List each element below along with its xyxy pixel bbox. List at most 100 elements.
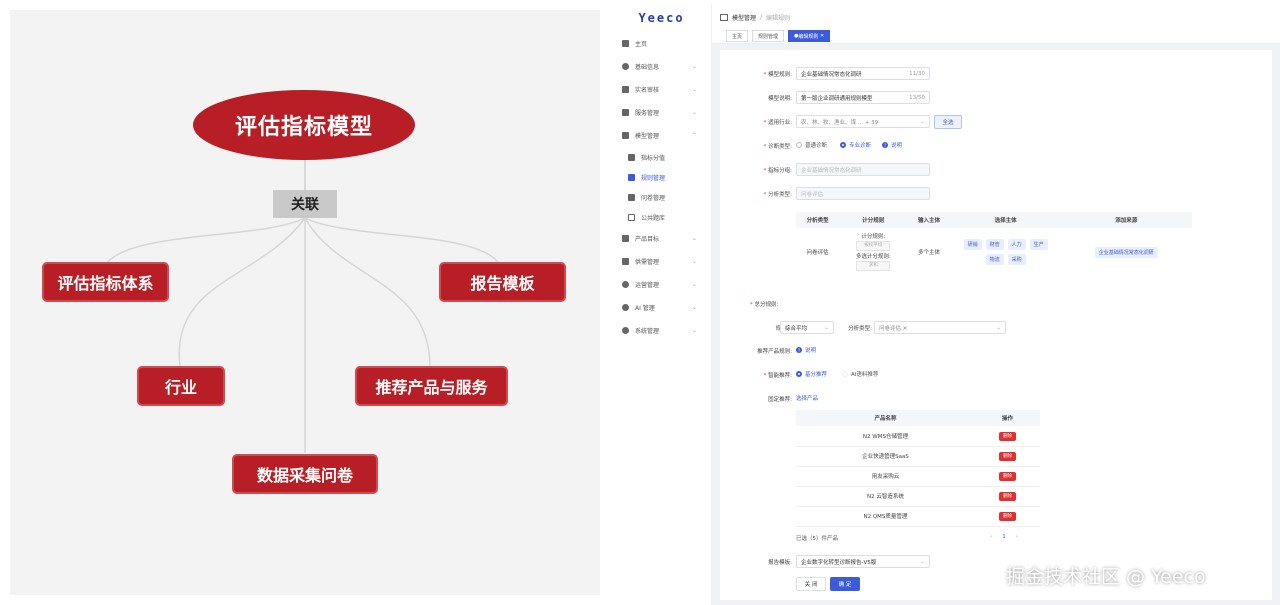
chevron-down-icon: ⌄ [691,109,697,116]
breadcrumb-current: 编辑规则 [766,15,791,22]
table-row: N2 云智造系统 删除 [796,486,1040,507]
cell-score-rules: 计分规则: 按权平均 多选计分规则: 求和 [839,228,907,276]
question-icon: ? [796,347,802,353]
breadcrumb: 模型管理 / 编辑规则 [720,13,790,22]
subject-chip[interactable]: 研销 [963,239,982,250]
subject-chip[interactable]: 人力 [1007,239,1026,250]
globe-icon [622,63,629,70]
root-node: 评估指标模型 [193,90,415,160]
delete-button[interactable]: 删除 [998,472,1016,481]
chevron-up-icon: ⌃ [691,132,697,139]
select-all-button[interactable]: 全选 [934,115,962,129]
menu-model[interactable]: 模型管理 ⌃ [612,124,711,147]
menu-ai[interactable]: AI 管理⌄ [612,296,711,319]
total-analysis-label: 分析类型: [848,326,872,332]
product-name: N2 QMS质量管理 [796,506,975,527]
recommend-help-link[interactable]: ?说明 [796,347,817,354]
menu-fold-icon[interactable] [720,14,728,21]
delete-button[interactable]: 删除 [998,512,1016,521]
cell-source: 企业基础情况常态化调研 [1061,228,1192,276]
col-header: 计分规则 [839,212,908,228]
multi-score-select[interactable]: 求和 [856,261,891,271]
report-template-select[interactable]: 企业数字化转型诊断报告-V5版⌄ [796,555,930,568]
industry-select[interactable]: 农、林、牧、渔业、煤 ... + 39⌄ [796,115,930,128]
menu-supply[interactable]: 供需管理⌄ [612,250,711,273]
table-row: N2 WMS仓储管理 删除 [796,426,1040,447]
tab-rule-management[interactable]: 规则管理 [752,30,785,42]
menu-service[interactable]: 服务管理 ⌄ [612,101,711,124]
gear-icon [622,281,629,288]
menu-basic-info[interactable]: 基础信息 ⌄ [612,55,711,78]
group-input: 企业基础情况常态化调研 [796,163,930,176]
model-icon [622,132,629,139]
menu-label: 基础信息 [635,64,660,71]
table-row: 用友采购云 删除 [796,466,1040,487]
ok-button[interactable]: 确 定 [830,577,860,591]
total-analysis-select[interactable]: 问卷评估 ✕⌄ [874,321,1006,334]
menu-label: 实名审核 [635,87,660,94]
chevron-down-icon: ⌄ [691,63,697,70]
menu-verification[interactable]: 实名审核 ⌄ [612,78,711,101]
subject-chip[interactable]: 物流 [985,254,1004,265]
menu-label: 问卷管理 [641,194,666,202]
smart-recommend-label: * 智能推荐: [763,373,792,379]
next-page-icon[interactable]: › [1015,534,1018,540]
chevron-down-icon: ⌄ [691,86,697,93]
menu-label: 模型管理 [635,133,660,140]
menu-product[interactable]: 产品目标⌄ [612,227,711,250]
delete-button[interactable]: 删除 [998,431,1016,441]
fixed-recommend-label: 固定推荐: [768,397,792,403]
page-number[interactable]: 1 [1002,534,1006,540]
radio-score-recommend[interactable]: 基分推荐 [796,370,827,378]
tab-home[interactable]: 主页 [726,30,749,42]
menu-label: 系统管理 [635,328,660,335]
mind-map-panel: 评估指标模型 关联 评估指标体系 报告模板 行业 推荐产品与服务 数据采集问卷 [10,10,600,595]
subject-chip[interactable]: 财管 [985,239,1004,250]
diag-help-link[interactable]: ?说明 [882,142,903,149]
prev-page-icon[interactable]: ‹ [990,534,993,540]
menu-system[interactable]: 系统管理⌄ [612,319,711,342]
menu-label: 供需管理 [635,259,660,266]
score-rule-select[interactable]: 按权平均 [856,241,891,251]
menu-indicator-score[interactable]: 指标分值 [612,147,711,167]
breadcrumb-parent[interactable]: 模型管理 [732,15,757,22]
product-name: N2 WMS仓储管理 [796,426,975,447]
table-row: 问卷评估 计分规则: 按权平均 多选计分规则: 求和 多个主体 研销财管人力生产… [796,228,1192,276]
subject-chip[interactable]: 生产 [1029,239,1048,250]
chevron-down-icon: ⌄ [691,304,697,311]
product-name: N2 云智造系统 [796,486,975,507]
tab-edit-rule[interactable]: ● 编辑规则 ✕ [788,30,831,42]
tab-label: 编辑规则 [798,33,819,40]
radio-pro-diagnosis[interactable]: 专业诊断 [840,141,871,149]
radio-normal-diagnosis[interactable]: 普通诊断 [796,141,827,149]
select-product-link[interactable]: 选择产品 [796,396,819,402]
menu-operations[interactable]: 运营管理⌄ [612,273,711,296]
source-chip[interactable]: 企业基础情况常态化调研 [1094,246,1158,258]
question-icon: ? [882,142,888,148]
grid-icon [628,173,635,181]
delete-button[interactable]: 删除 [998,492,1016,501]
sidebar: Yeeco 主页 基础信息⌄ 实名审核⌄ 服务管理⌄ 模型管理⌃ 指标分值 规则… [612,4,712,605]
menu-question-bank[interactable]: 公共题库 [612,207,711,227]
camera-icon [628,153,635,161]
menu-questionnaire[interactable]: 问卷管理 [612,187,711,207]
product-name: 用友采购云 [796,466,975,487]
multi-score-label: 多选计分规则: [855,254,891,260]
group-label: * 指标分组: [763,168,792,174]
delete-button[interactable]: 删除 [998,452,1016,461]
subject-chip[interactable]: 采购 [1007,254,1026,265]
menu-rule-management[interactable]: 规则管理 [612,167,711,187]
close-button[interactable]: 关 闭 [796,577,826,591]
menu-label: 服务管理 [635,110,660,117]
radio-ai-recommend[interactable]: AI语料推荐 [842,370,878,378]
model-desc-label: 模型说明: [768,96,792,102]
menu-home[interactable]: 主页 [612,32,711,55]
cart-icon [622,235,629,242]
col-header: 操作 [974,410,1040,426]
recommend-rule-label: 推荐产品规则: [757,349,792,355]
rule1-select[interactable]: 综合平均⌄ [780,321,834,334]
